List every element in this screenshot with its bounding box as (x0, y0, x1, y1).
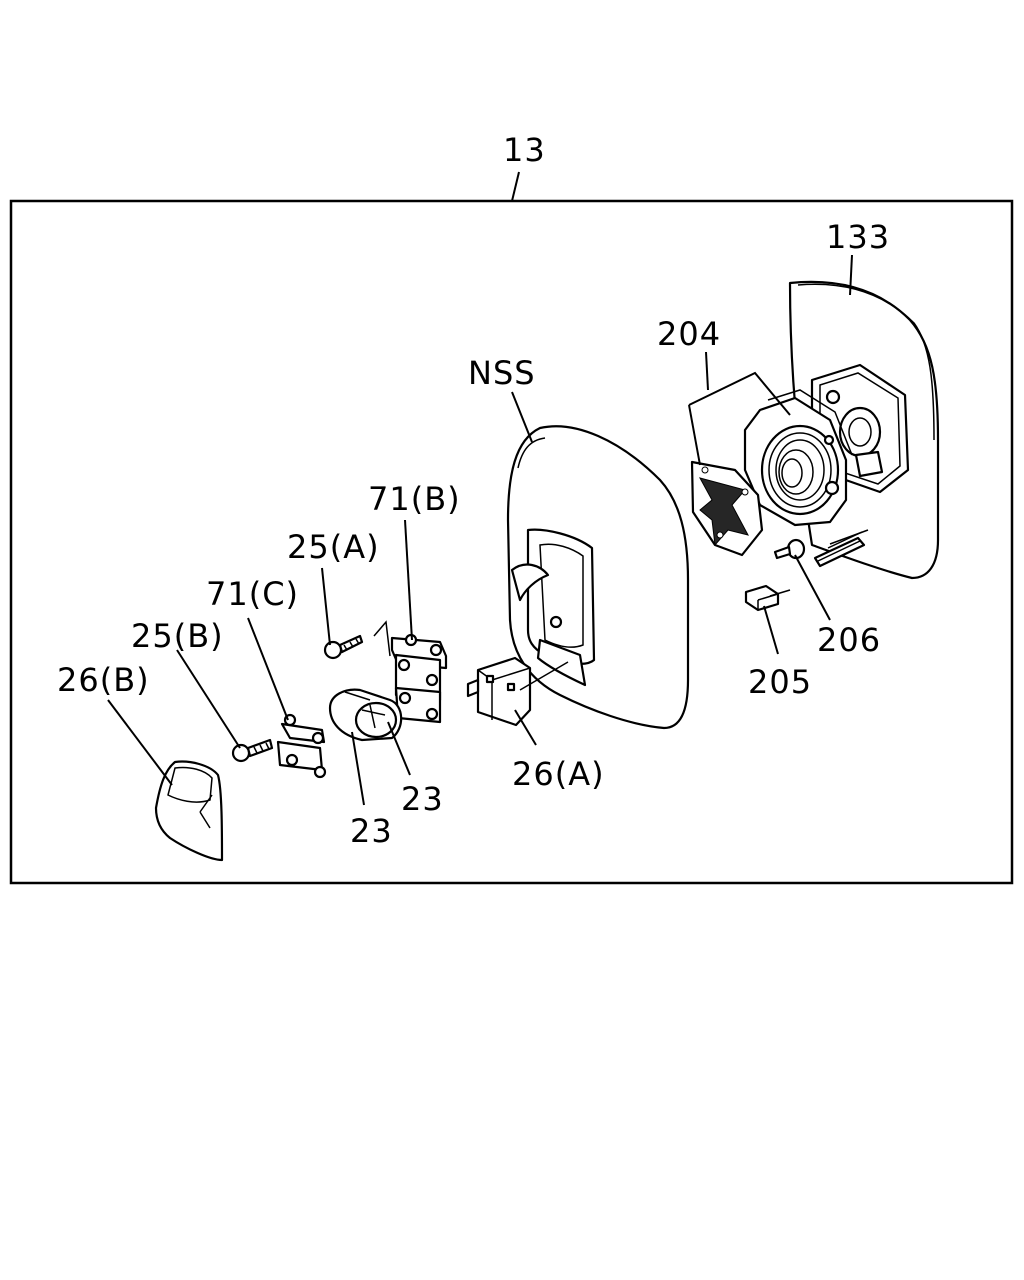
callout-133: 133 (826, 218, 890, 256)
bushing-23 (328, 688, 403, 742)
cover-26b (154, 760, 224, 862)
hinge-bracket-71c (276, 713, 327, 779)
callout-23-upper: 23 (401, 780, 444, 818)
clip-205 (744, 584, 780, 612)
leader-23-lower (351, 731, 365, 806)
callout-26b: 26(B) (57, 661, 150, 699)
screw-25a (323, 634, 364, 660)
mirror-housing-nss (506, 425, 690, 730)
leader-71b (404, 519, 413, 641)
leader-71c (247, 617, 289, 721)
assembly-label: 13 (503, 131, 546, 169)
screw-206 (773, 538, 806, 560)
leader-26a-nss (519, 661, 569, 691)
leader-26b (107, 699, 173, 786)
leader-nss (511, 391, 533, 443)
actuator-204 (690, 389, 869, 568)
leader-204-lower (688, 404, 701, 466)
callout-204: 204 (657, 315, 721, 353)
callout-26a: 26(A) (512, 755, 605, 793)
leader-26a (514, 709, 537, 746)
callout-nss: NSS (468, 354, 536, 392)
leader-204-bracket (688, 371, 791, 416)
hinge-bracket-71b (373, 620, 448, 724)
callout-71c: 71(C) (206, 575, 299, 613)
callout-25a: 25(A) (287, 528, 380, 566)
callout-25b: 25(B) (131, 617, 224, 655)
leader-133 (849, 254, 853, 296)
callout-206: 206 (817, 621, 881, 659)
callout-205: 205 (748, 663, 812, 701)
callout-23-lower: 23 (350, 812, 393, 850)
leader-25b (176, 649, 241, 749)
assembly-frame (9, 199, 1014, 885)
leader-205 (763, 605, 779, 655)
leader-23-upper (387, 721, 411, 776)
leader-204 (705, 351, 709, 391)
assembly-leader (511, 171, 520, 202)
leader-206 (794, 554, 831, 621)
screw-25b (231, 738, 274, 763)
leader-25a (321, 567, 331, 646)
callout-71b: 71(B) (368, 480, 461, 518)
leader-205-206 (769, 589, 791, 597)
cover-26a (466, 656, 532, 727)
